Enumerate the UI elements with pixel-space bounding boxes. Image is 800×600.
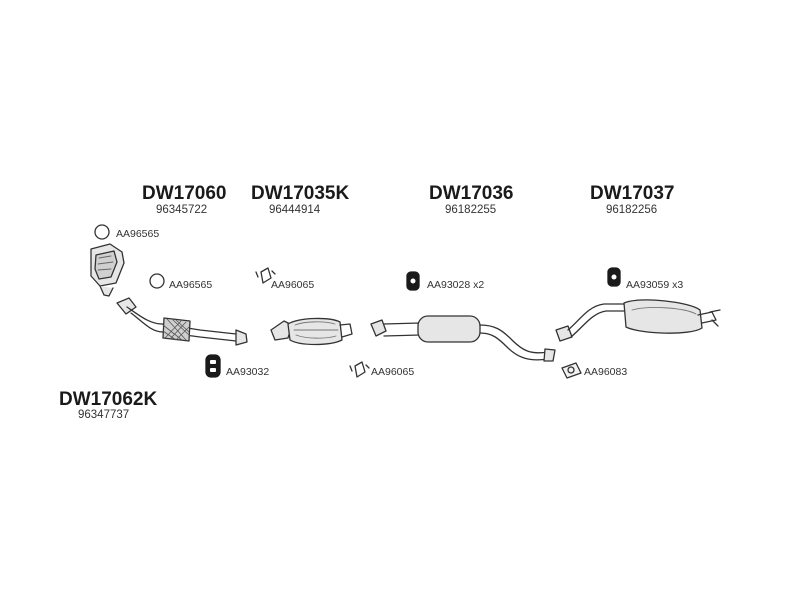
gasket-ring-icon[interactable] — [149, 273, 165, 289]
rear-silencer-part[interactable] — [555, 299, 721, 342]
oem-number-dw17060: 96345722 — [156, 204, 208, 216]
assembly-code-dw17037: DW17037 — [590, 183, 675, 204]
hardware-label-rubber-mount-2: AA93059 x3 — [626, 279, 684, 291]
manifold-catalyst-part[interactable] — [90, 243, 125, 297]
rubber-mount-icon[interactable] — [406, 271, 420, 291]
rubber-mount-icon[interactable] — [607, 267, 621, 287]
hardware-label-rubber-mount-3: AA93032 — [226, 366, 270, 378]
hardware-label-gasket-2: AA96565 — [169, 279, 213, 291]
oem-number-dw17035k: 96444914 — [269, 204, 321, 216]
assembly-code-dw17060: DW17060 — [142, 183, 227, 204]
oem-number-dw17037: 96182256 — [606, 204, 658, 216]
catalytic-converter-part[interactable] — [270, 317, 353, 346]
middle-silencer-part[interactable] — [370, 315, 556, 362]
flange-gasket-icon[interactable] — [561, 362, 582, 379]
front-pipe-part[interactable] — [116, 297, 248, 346]
assembly-code-dw17035k: DW17035K — [251, 183, 350, 204]
oem-number-dw17062k: 96347737 — [78, 409, 130, 421]
hardware-label-flange-gasket-2: AA96065 — [371, 366, 415, 378]
hardware-label-flange-gasket-3: AA96083 — [584, 366, 628, 378]
hardware-label-flange-gasket-1: AA96065 — [271, 279, 315, 291]
oem-number-dw17036: 96182255 — [445, 204, 497, 216]
hardware-label-rubber-mount-1: AA93028 x2 — [427, 279, 485, 291]
flange-gasket-icon[interactable] — [255, 267, 276, 284]
assembly-code-dw17062k: DW17062K — [59, 389, 158, 410]
flange-gasket-icon[interactable] — [349, 361, 370, 378]
assembly-code-dw17036: DW17036 — [429, 183, 514, 204]
rubber-mount-icon[interactable] — [205, 354, 221, 378]
gasket-ring-icon[interactable] — [94, 224, 110, 240]
hardware-label-gasket-1: AA96565 — [116, 228, 160, 240]
